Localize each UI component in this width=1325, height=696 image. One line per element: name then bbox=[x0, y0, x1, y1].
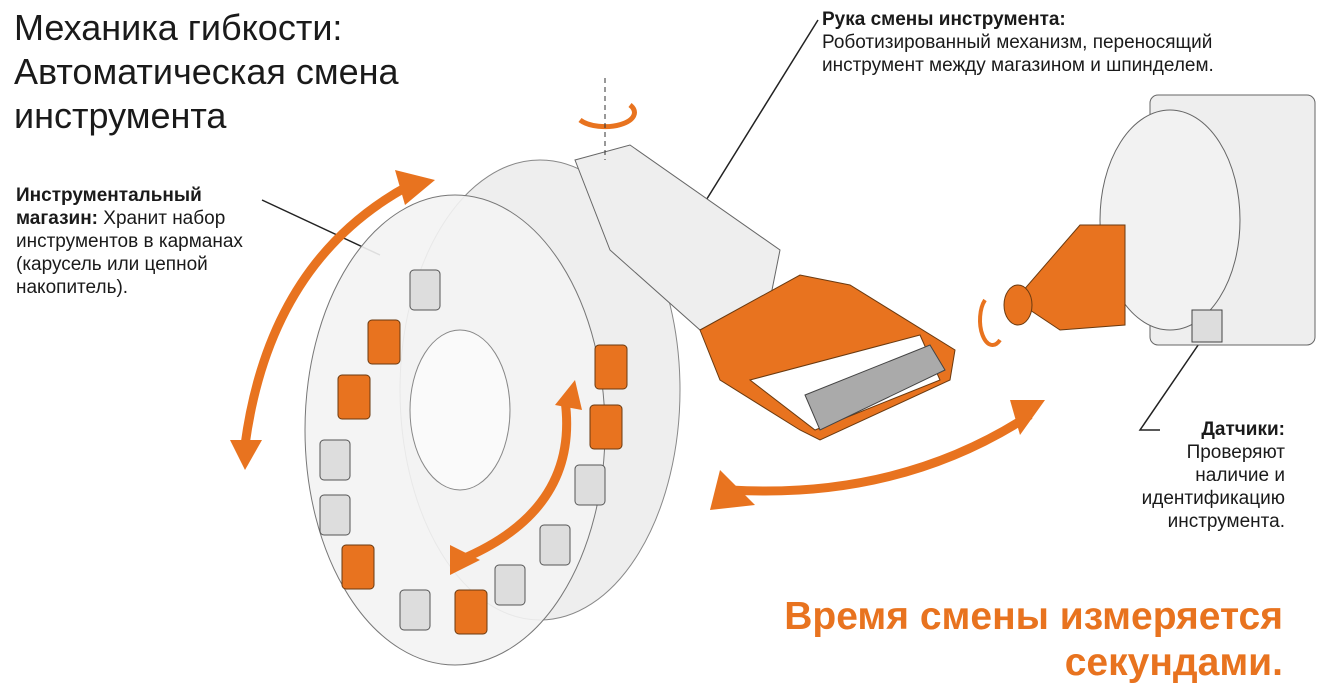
tool-magazine bbox=[304, 159, 681, 666]
tool-change-arm bbox=[574, 144, 956, 441]
magazine-label: Инструментальный магазин: Хранит набор и… bbox=[16, 184, 286, 299]
page-title: Механика гибкости: Автоматическая смена … bbox=[14, 7, 399, 136]
arm-heading: Рука смены инструмента: bbox=[822, 9, 1066, 30]
change-time-callout: Время смены измеряется секундами. bbox=[784, 595, 1283, 684]
sensor-leader-line bbox=[1138, 334, 1206, 431]
sensors-heading: Датчики: bbox=[1201, 419, 1285, 440]
spindle bbox=[1003, 94, 1316, 346]
sensors-label: Датчики:Проверяют наличие и идентификаци… bbox=[1110, 418, 1285, 533]
magazine-heading: Инструментальный магазин: bbox=[16, 185, 202, 229]
magazine-leader-line bbox=[261, 199, 381, 256]
magazine-text: Хранит набор инструментов в карманах (ка… bbox=[16, 208, 243, 298]
arm-text: Роботизированный механизм, переносящий и… bbox=[822, 32, 1214, 76]
motion-arrows bbox=[240, 103, 1033, 565]
arm-leader-line bbox=[699, 19, 819, 211]
arrow-heads bbox=[230, 170, 1045, 575]
sensor bbox=[1191, 309, 1223, 343]
arm-label: Рука смены инструмента:Роботизированный … bbox=[822, 8, 1222, 77]
sensors-text: Проверяют наличие и идентификацию инстру… bbox=[1141, 442, 1285, 532]
